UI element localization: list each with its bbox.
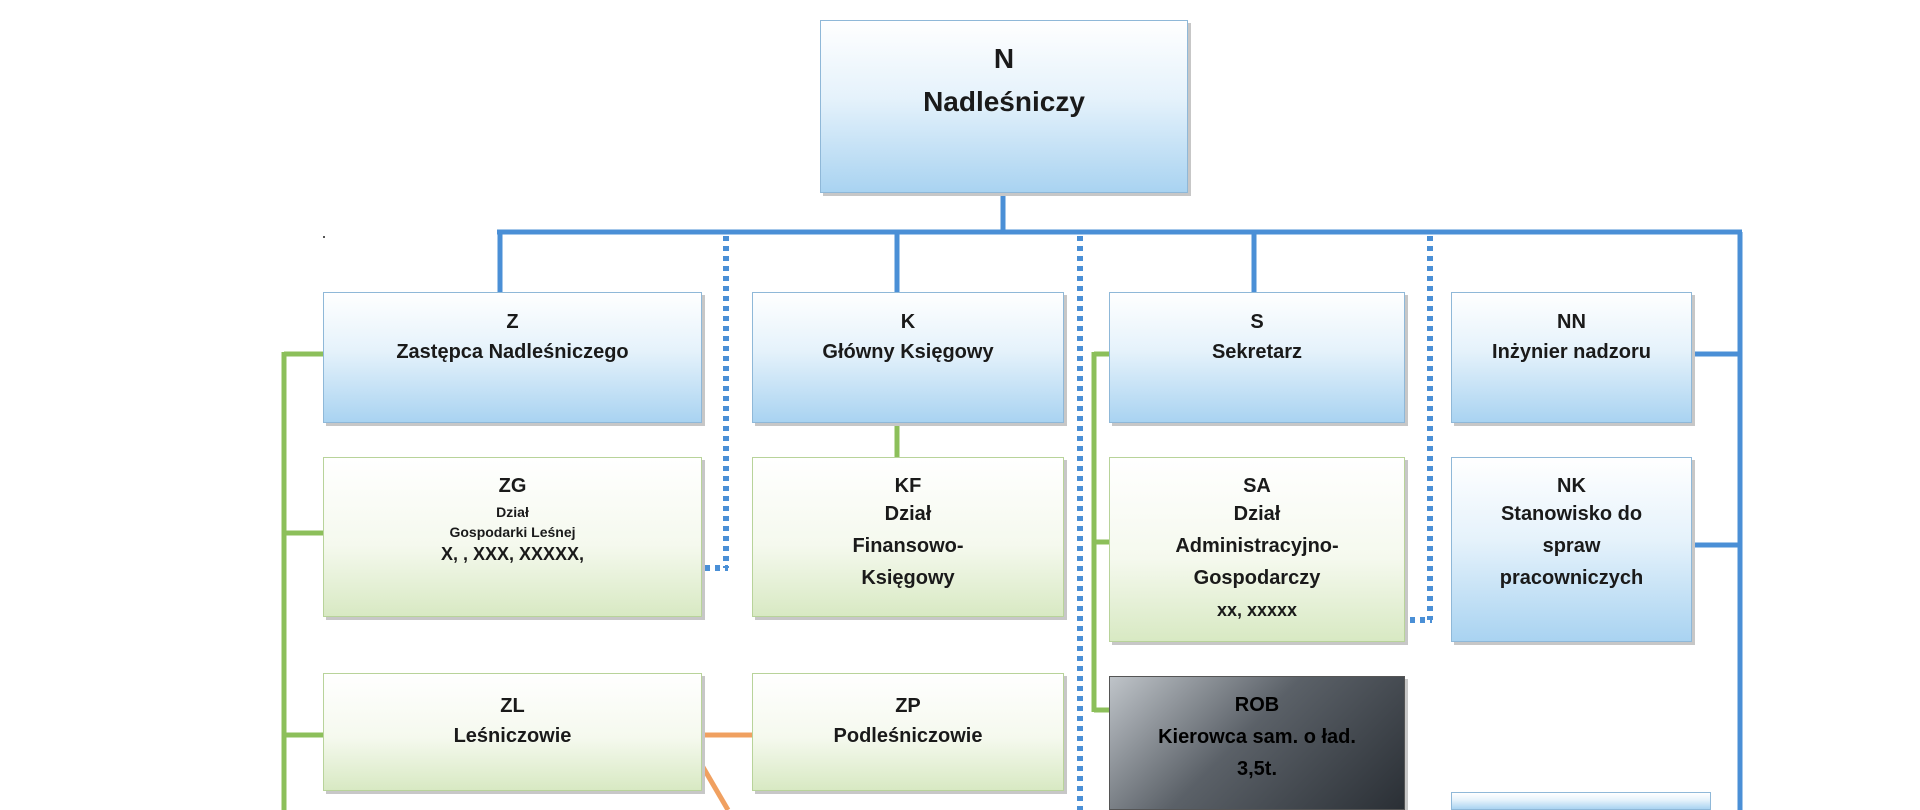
box-stanowisko-spraw-pracowniczych: NK Stanowisko do spraw pracowniczych (1451, 457, 1692, 642)
green-connectors (281, 351, 1109, 810)
box-title: Inżynier nadzoru (1492, 341, 1651, 363)
box-title: Sekretarz (1211, 341, 1303, 363)
box-line-1: Dział (496, 504, 529, 520)
box-title: Główny Księgowy (822, 341, 994, 363)
box-lesniczowie: ZL Leśniczowie (323, 673, 702, 791)
box-code: ZG (498, 475, 527, 497)
box-zastepca: Z Zastępca Nadleśniczego (323, 292, 702, 423)
box-line-3: pracowniczych (1499, 567, 1644, 589)
box-dzial-finansowo-ksiegowy: KF Dział Finansowo- Księgowy (752, 457, 1064, 617)
box-line-2: spraw (1542, 535, 1601, 557)
box-partial-bottom-right (1451, 792, 1711, 810)
box-code: ZL (500, 695, 525, 717)
box-code: SA (1243, 475, 1271, 497)
box-code: ZP (895, 695, 921, 717)
box-inzynier-nadzoru: NN Inżynier nadzoru (1451, 292, 1692, 423)
box-code: ROB (1234, 694, 1280, 716)
box-dzial-administracyjno-gospodarczy: SA Dział Administracyjno- Gospodarczy xx… (1109, 457, 1405, 642)
box-code: K (900, 311, 916, 333)
box-dzial-gospodarki-lesnej: ZG Dział Gospodarki Leśnej X, , XXX, XXX… (323, 457, 702, 617)
box-title: Podleśniczowie (833, 725, 983, 747)
box-line-1: Stanowisko do (1500, 503, 1643, 525)
box-code: N (993, 43, 1015, 74)
box-line-2: 3,5t. (1236, 758, 1278, 780)
blue-connectors (497, 193, 1743, 810)
box-line-1: Dział (884, 503, 932, 525)
box-line-3: X, , XXX, XXXXX, (440, 544, 585, 564)
box-code: S (1250, 311, 1264, 333)
box-title: Zastępca Nadleśniczego (396, 341, 629, 363)
box-code: Z (506, 311, 519, 333)
box-code: NK (1557, 475, 1586, 497)
box-title: Leśniczowie (453, 725, 572, 747)
box-line-2: Finansowo- (852, 535, 964, 557)
box-glowny-ksiegowy: K Główny Księgowy (752, 292, 1064, 423)
box-nadlesniczy: N Nadleśniczy (820, 20, 1188, 193)
box-code: KF (894, 475, 922, 497)
box-title: Nadleśniczy (923, 86, 1085, 117)
box-line-3: Księgowy (861, 567, 955, 589)
box-sekretarz: S Sekretarz (1109, 292, 1405, 423)
box-line-4: xx, xxxxx (1216, 600, 1298, 620)
box-line-1: Dział (1233, 503, 1281, 525)
box-kierowca: ROB Kierowca sam. o ład. 3,5t. (1109, 676, 1405, 810)
box-line-2: Gospodarki Leśnej (449, 524, 576, 540)
dot-mark (323, 236, 325, 238)
box-code: NN (1557, 311, 1586, 333)
box-line-2: Administracyjno- (1175, 535, 1339, 557)
orange-zl-diagonal (697, 760, 731, 810)
box-line-1: Kierowca sam. o ład. (1158, 726, 1356, 748)
box-podlesniczowie: ZP Podleśniczowie (752, 673, 1064, 791)
box-line-3: Gospodarczy (1193, 567, 1321, 589)
orange-connectors (697, 732, 752, 810)
